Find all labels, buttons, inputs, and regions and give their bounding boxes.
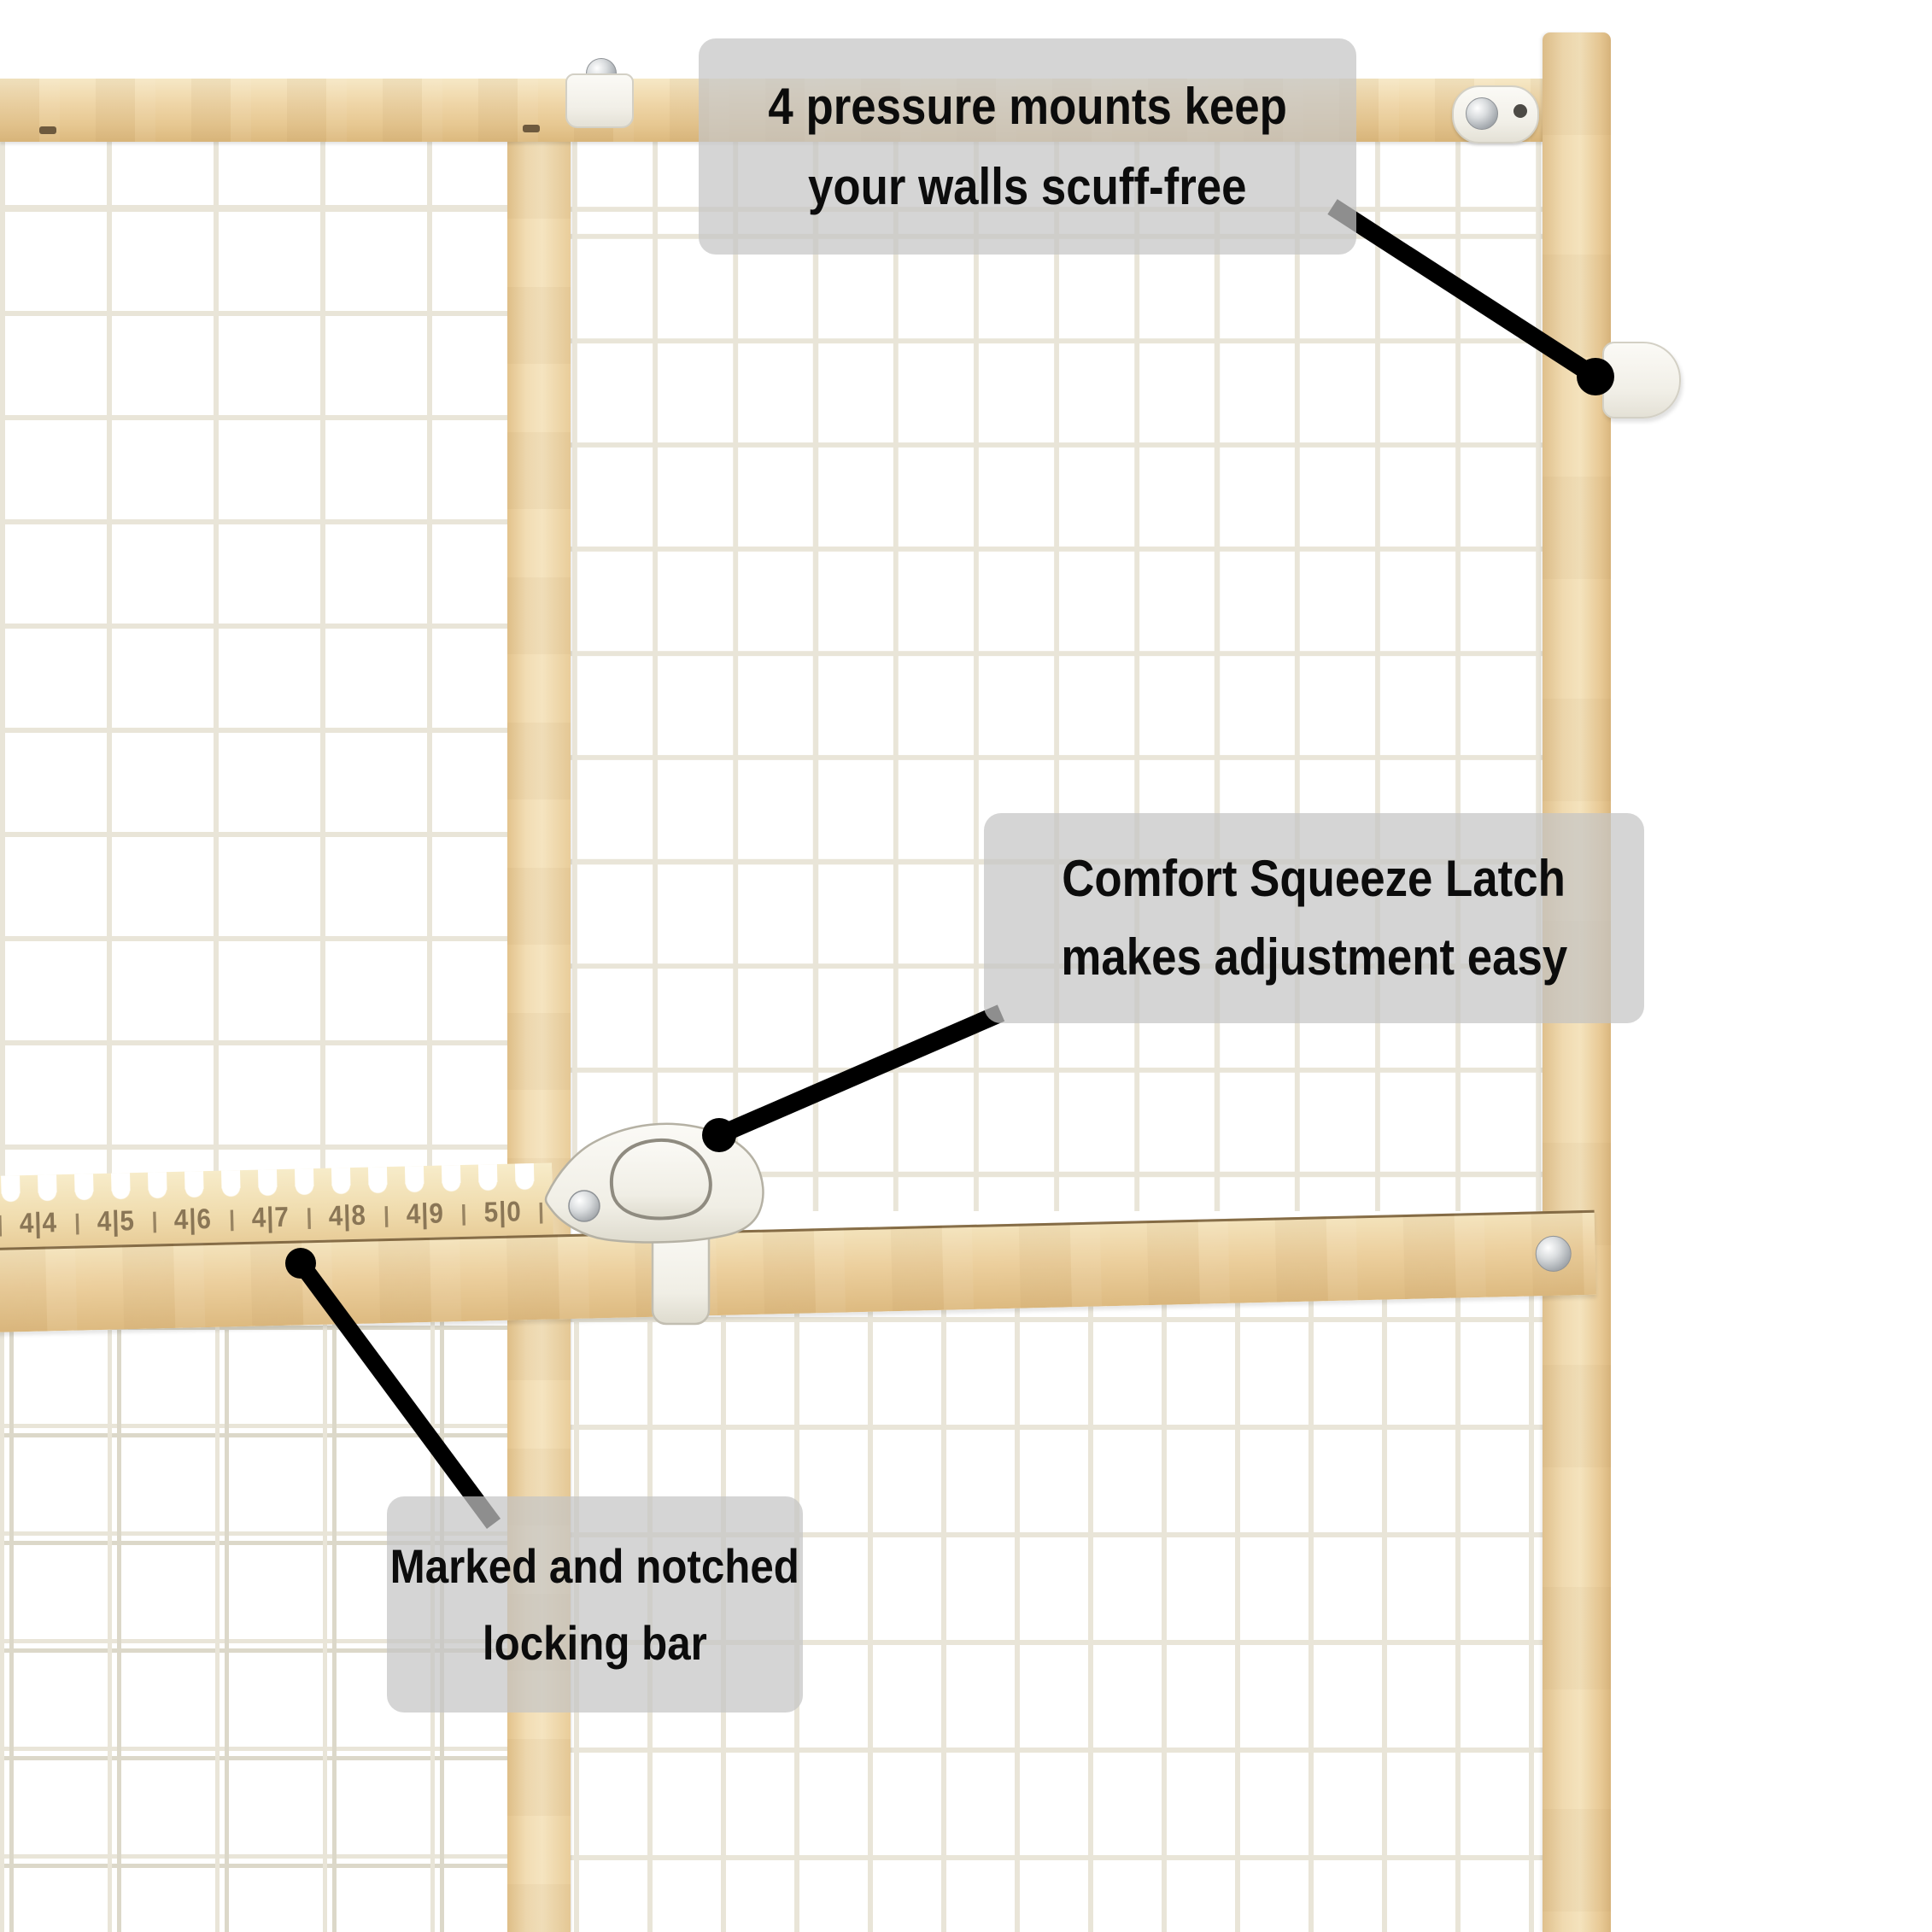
callout-locking-bar: Marked and notched locking bar bbox=[387, 1496, 803, 1712]
callout-arrow-dot bbox=[285, 1248, 316, 1279]
callout-text-line: your walls scuff-free bbox=[808, 157, 1247, 215]
pressure-mount-cap bbox=[565, 73, 634, 128]
callout-arrow-pressure-mounts bbox=[1327, 199, 1601, 384]
callout-text-line: locking bar bbox=[483, 1615, 707, 1670]
callout-arrow-dot bbox=[1577, 358, 1614, 395]
callout-arrow-locking-bar bbox=[293, 1258, 501, 1529]
callout-text-line: Comfort Squeeze Latch bbox=[1062, 850, 1566, 907]
callout-text-line: Marked and notched bbox=[389, 1538, 800, 1593]
wire-mesh-upper-left bbox=[0, 142, 557, 1186]
rail-notch-slot bbox=[523, 125, 540, 132]
screw-icon bbox=[568, 1190, 600, 1222]
rail-notch-slot bbox=[39, 126, 56, 134]
callout-comfort-squeeze-latch: Comfort Squeeze Latch makes adjustment e… bbox=[984, 813, 1644, 1023]
bracket-hole bbox=[1513, 104, 1527, 118]
callout-pressure-mounts: 4 pressure mounts keep your walls scuff-… bbox=[699, 38, 1356, 255]
comfort-squeeze-latch bbox=[544, 1122, 764, 1326]
wire-mesh-upper-right bbox=[557, 142, 1548, 1211]
latch-squeeze-button bbox=[610, 1138, 712, 1221]
callout-arrow-squeeze-latch bbox=[715, 1004, 1005, 1144]
callout-text-line: 4 pressure mounts keep bbox=[768, 77, 1287, 135]
screw-icon bbox=[1466, 97, 1498, 130]
callout-arrow-dot bbox=[702, 1118, 736, 1152]
callout-text-line: makes adjustment easy bbox=[1061, 928, 1567, 986]
